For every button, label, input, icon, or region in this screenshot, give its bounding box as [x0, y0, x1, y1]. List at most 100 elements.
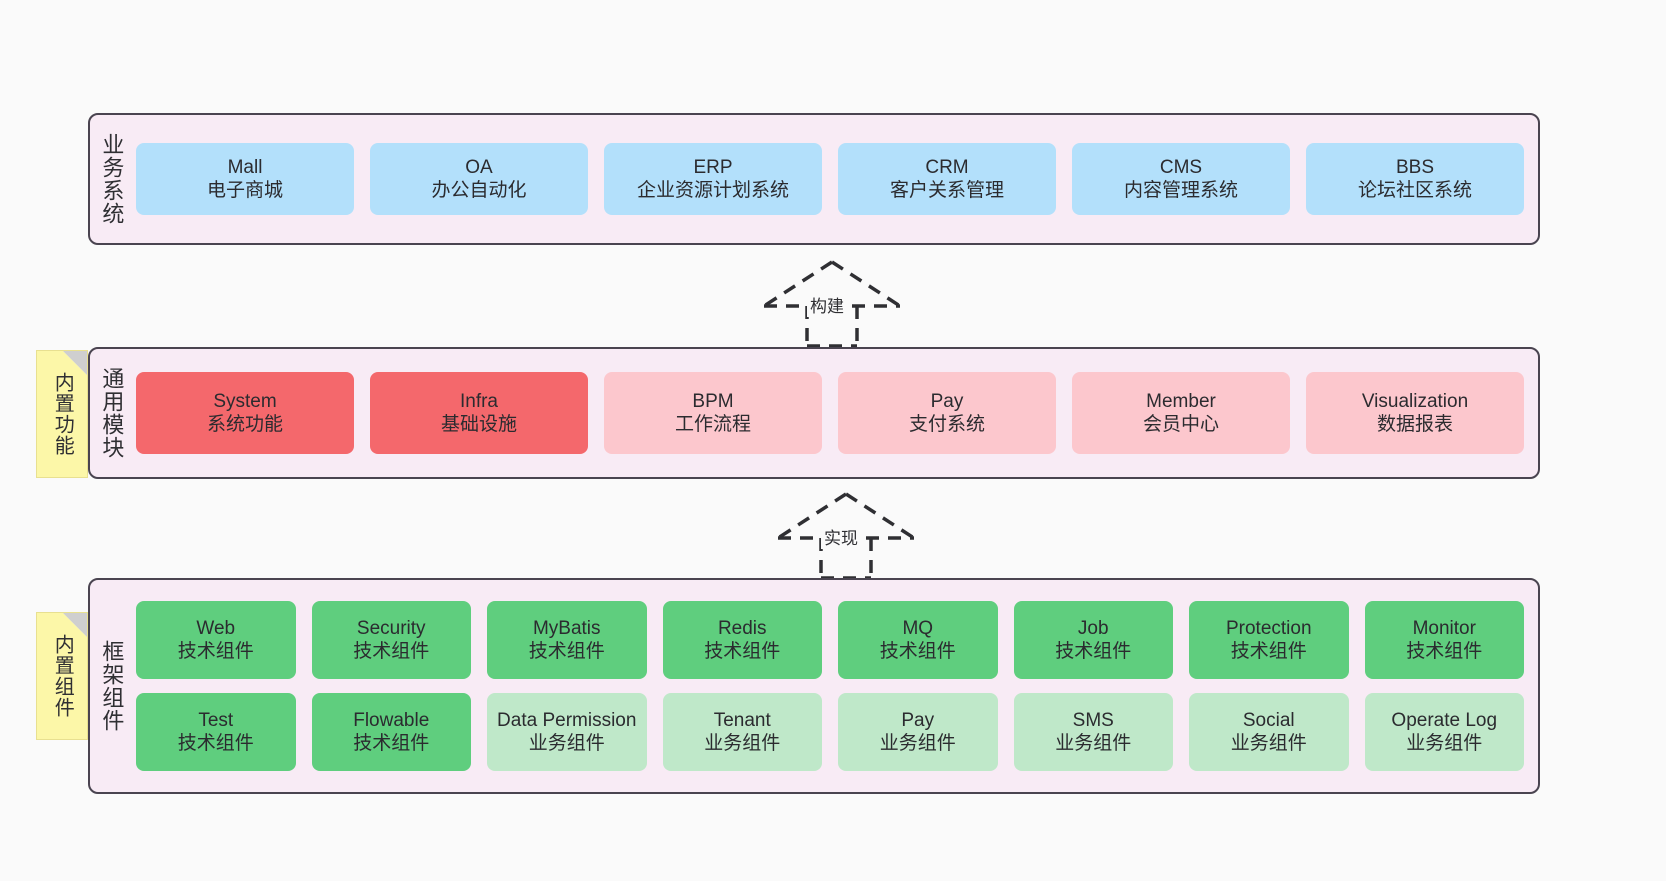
- card-oa[interactable]: OA 办公自动化: [370, 143, 588, 215]
- card-redis[interactable]: Redis 技术组件: [662, 601, 822, 679]
- card-title-en: Data Permission: [497, 709, 637, 731]
- layer-body-modules: System 系统功能 Infra 基础设施 BPM 工作流程 Pay 支付系统…: [132, 349, 1538, 477]
- card-title-cn: 企业资源计划系统: [636, 180, 789, 201]
- card-title-en: BPM: [692, 390, 734, 412]
- card-operate-log[interactable]: Operate Log 业务组件: [1364, 693, 1524, 771]
- card-data-permission[interactable]: Data Permission 业务组件: [487, 693, 647, 771]
- connector-build: 构建: [752, 258, 912, 348]
- card-title-en: BBS: [1395, 156, 1435, 178]
- card-title-cn: 数据报表: [1376, 414, 1453, 435]
- card-tenant[interactable]: Tenant 业务组件: [662, 693, 822, 771]
- card-title-en: Security: [356, 617, 426, 639]
- card-title-cn: 支付系统: [908, 414, 985, 435]
- card-title-en: Mall: [227, 156, 263, 178]
- card-member[interactable]: Member 会员中心: [1072, 372, 1290, 454]
- sticky-note-builtin-components: 内置组件: [36, 612, 88, 740]
- card-title-cn: 业务组件: [704, 733, 781, 754]
- card-title-en: Operate Log: [1391, 709, 1498, 731]
- card-infra[interactable]: Infra 基础设施: [370, 372, 588, 454]
- card-row: Mall 电子商城 OA 办公自动化 ERP 企业资源计划系统 CRM 客户关系…: [136, 143, 1524, 215]
- card-visualization[interactable]: Visualization 数据报表: [1306, 372, 1524, 454]
- card-title-en: Pay: [930, 390, 964, 412]
- card-title-cn: 技术组件: [177, 733, 254, 754]
- connector-implement: 实现: [766, 490, 926, 580]
- card-security[interactable]: Security 技术组件: [311, 601, 471, 679]
- card-title-en: Monitor: [1412, 617, 1476, 639]
- card-title-en: System: [213, 390, 277, 412]
- card-title-en: Web: [196, 617, 236, 639]
- card-social[interactable]: Social 业务组件: [1189, 693, 1349, 771]
- card-mybatis[interactable]: MyBatis 技术组件: [487, 601, 647, 679]
- layer-title-framework: 框架组件: [99, 640, 125, 732]
- card-title-cn: 电子商城: [206, 180, 283, 201]
- card-flowable[interactable]: Flowable 技术组件: [311, 693, 471, 771]
- card-system[interactable]: System 系统功能: [136, 372, 354, 454]
- card-title-en: Flowable: [353, 709, 430, 731]
- card-web[interactable]: Web 技术组件: [136, 601, 296, 679]
- card-title-en: SMS: [1072, 709, 1114, 731]
- card-title-cn: 技术组件: [353, 733, 430, 754]
- layer-common-modules: 通用模块 System 系统功能 Infra 基础设施 BPM 工作流程 Pay…: [88, 347, 1540, 479]
- card-title-cn: 业务组件: [1230, 733, 1307, 754]
- card-title-cn: 技术组件: [177, 641, 254, 662]
- layer-body-business: Mall 电子商城 OA 办公自动化 ERP 企业资源计划系统 CRM 客户关系…: [132, 115, 1538, 243]
- card-title-en: Member: [1146, 390, 1216, 412]
- card-title-en: MyBatis: [532, 617, 601, 639]
- card-title-cn: 系统功能: [206, 414, 283, 435]
- card-pay-component[interactable]: Pay 业务组件: [838, 693, 998, 771]
- card-title-cn: 业务组件: [879, 733, 956, 754]
- layer-title-business: 业务系统: [99, 133, 125, 225]
- card-sms[interactable]: SMS 业务组件: [1013, 693, 1173, 771]
- card-title-cn: 技术组件: [353, 641, 430, 662]
- card-title-en: Social: [1242, 709, 1295, 731]
- sticky-note-builtin-features: 内置功能: [36, 350, 88, 478]
- card-title-cn: 内容管理系统: [1123, 180, 1238, 201]
- card-title-en: Test: [198, 709, 234, 731]
- card-title-cn: 业务组件: [1055, 733, 1132, 754]
- card-title-cn: 业务组件: [528, 733, 605, 754]
- card-title-en: Pay: [901, 709, 935, 731]
- card-title-cn: 技术组件: [879, 641, 956, 662]
- card-title-en: Protection: [1225, 617, 1312, 639]
- layer-body-framework: Web 技术组件 Security 技术组件 MyBatis 技术组件 Redi…: [132, 580, 1538, 792]
- card-bbs[interactable]: BBS 论坛社区系统: [1306, 143, 1524, 215]
- card-title-en: Redis: [717, 617, 767, 639]
- connector-build-label: 构建: [807, 292, 847, 317]
- card-pay-module[interactable]: Pay 支付系统: [838, 372, 1056, 454]
- card-title-en: CMS: [1159, 156, 1203, 178]
- card-crm[interactable]: CRM 客户关系管理: [838, 143, 1056, 215]
- card-row: System 系统功能 Infra 基础设施 BPM 工作流程 Pay 支付系统…: [136, 372, 1524, 454]
- card-title-cn: 办公自动化: [431, 180, 527, 201]
- card-protection[interactable]: Protection 技术组件: [1189, 601, 1349, 679]
- card-title-en: OA: [465, 156, 493, 178]
- card-title-en: Job: [1077, 617, 1109, 639]
- card-monitor[interactable]: Monitor 技术组件: [1364, 601, 1524, 679]
- card-title-cn: 基础设施: [440, 414, 517, 435]
- card-title-en: Tenant: [713, 709, 771, 731]
- card-title-cn: 工作流程: [674, 414, 751, 435]
- card-title-cn: 技术组件: [1406, 641, 1483, 662]
- card-mq[interactable]: MQ 技术组件: [838, 601, 998, 679]
- layer-framework-components: 框架组件 Web 技术组件 Security 技术组件 MyBatis 技术组件…: [88, 578, 1540, 794]
- card-row: Test 技术组件 Flowable 技术组件 Data Permission …: [136, 693, 1524, 771]
- card-title-en: ERP: [693, 156, 733, 178]
- card-title-en: MQ: [902, 617, 934, 639]
- card-cms[interactable]: CMS 内容管理系统: [1072, 143, 1290, 215]
- card-row: Web 技术组件 Security 技术组件 MyBatis 技术组件 Redi…: [136, 601, 1524, 679]
- card-mall[interactable]: Mall 电子商城: [136, 143, 354, 215]
- card-title-cn: 技术组件: [1055, 641, 1132, 662]
- card-job[interactable]: Job 技术组件: [1013, 601, 1173, 679]
- card-title-cn: 技术组件: [1230, 641, 1307, 662]
- card-bpm[interactable]: BPM 工作流程: [604, 372, 822, 454]
- card-title-cn: 会员中心: [1142, 414, 1219, 435]
- card-title-cn: 论坛社区系统: [1357, 180, 1472, 201]
- card-test[interactable]: Test 技术组件: [136, 693, 296, 771]
- card-title-cn: 业务组件: [1406, 733, 1483, 754]
- card-title-en: CRM: [925, 156, 969, 178]
- card-title-en: Visualization: [1361, 390, 1469, 412]
- card-erp[interactable]: ERP 企业资源计划系统: [604, 143, 822, 215]
- card-title-cn: 技术组件: [528, 641, 605, 662]
- card-title-cn: 客户关系管理: [889, 180, 1004, 201]
- card-title-en: Infra: [459, 390, 499, 412]
